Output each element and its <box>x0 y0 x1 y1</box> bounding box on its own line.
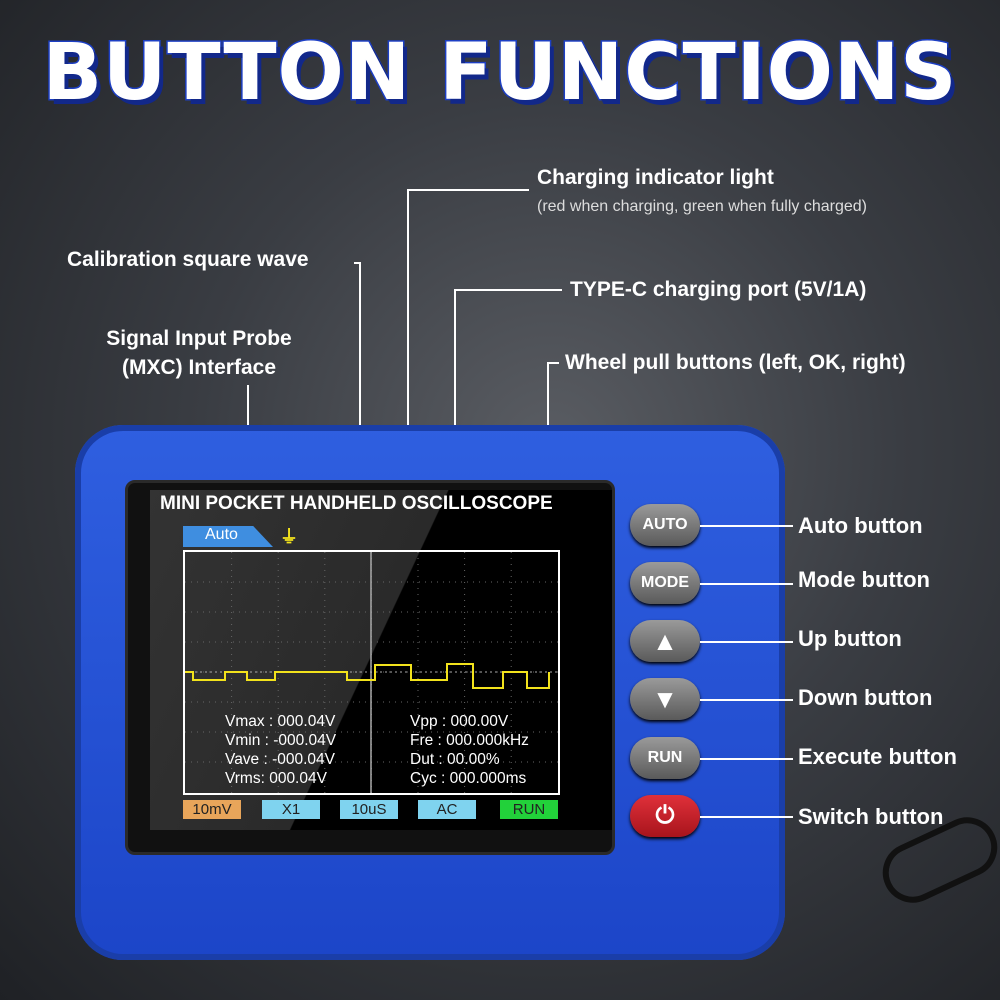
wheel-label: Wheel pull buttons (left, OK, right) <box>565 351 906 374</box>
leader-line <box>454 289 562 291</box>
down-button-label: Down button <box>798 685 933 710</box>
vmin: Vmin : -000.04V <box>225 732 337 749</box>
leader-line <box>547 362 549 437</box>
mode-button[interactable]: MODE <box>630 562 700 604</box>
probe-label-line1: Signal Input Probe <box>106 327 292 350</box>
type-c-label: TYPE-C charging port (5V/1A) <box>570 278 867 301</box>
cycle: Cyc : 000.000ms <box>410 770 527 787</box>
time-div-chip: 10uS <box>340 800 398 819</box>
leader-line <box>700 758 793 760</box>
leader-line <box>407 189 529 191</box>
leader-line <box>700 525 793 527</box>
run-chip: RUN <box>500 800 558 819</box>
coupling-chip: AC <box>418 800 476 819</box>
frequency: Fre : 000.000kHz <box>410 732 529 749</box>
auto-button[interactable]: AUTO <box>630 504 700 546</box>
waveform-trace <box>185 663 550 689</box>
run-button[interactable]: RUN <box>630 737 700 779</box>
probe-label-line2: (MXC) Interface <box>121 356 277 379</box>
auto-button-label: Auto button <box>798 513 923 538</box>
waveform-svg <box>185 552 558 793</box>
up-button-label: Up button <box>798 626 902 651</box>
leader-line <box>700 816 793 818</box>
leader-line <box>700 641 793 643</box>
leader-line <box>359 262 361 437</box>
charging-light-label: Charging indicator light <box>537 166 774 189</box>
leader-line <box>247 385 249 437</box>
volt-div-chip: 10mV <box>183 800 241 819</box>
leader-line <box>700 583 793 585</box>
plot-area: Vmax : 000.04V Vmin : -000.04V Vave : -000… <box>183 550 560 795</box>
probe-label: Signal Input Probe (MXC) Interface <box>94 324 304 382</box>
leader-line <box>547 362 559 364</box>
vrms: Vrms: 000.04V <box>225 770 327 787</box>
vave: Vave : -000.04V <box>225 751 336 768</box>
execute-button-label: Execute button <box>798 744 957 769</box>
probe-chip: X1 <box>262 800 320 819</box>
trigger-icon: ⏚ <box>280 527 298 547</box>
vpp: Vpp : 000.00V <box>410 713 509 730</box>
vmax: Vmax : 000.04V <box>225 713 336 730</box>
mode-button-label: Mode button <box>798 567 930 592</box>
duty: Dut : 00.00% <box>410 751 500 768</box>
calibration-label: Calibration square wave <box>67 248 309 271</box>
left-measurements: Vmax : 000.04V Vmin : -000.04V Vave : -000… <box>225 712 336 788</box>
screen: MINI POCKET HANDHELD OSCILLOSCOPE Auto ⏚… <box>150 490 612 830</box>
leader-line <box>454 289 456 437</box>
mode-tab: Auto <box>183 526 273 547</box>
leader-line <box>700 699 793 701</box>
down-button[interactable]: ▼ <box>630 678 700 720</box>
page-title: BUTTON FUNCTIONS <box>41 27 958 120</box>
power-button[interactable]: ⏻ <box>630 795 700 837</box>
screen-title: MINI POCKET HANDHELD OSCILLOSCOPE <box>160 493 553 514</box>
leader-line <box>354 262 361 264</box>
leader-line <box>407 189 409 437</box>
charging-light-note: (red when charging, green when fully cha… <box>537 198 867 215</box>
switch-button-label: Switch button <box>798 804 944 829</box>
up-button[interactable]: ▲ <box>630 620 700 662</box>
